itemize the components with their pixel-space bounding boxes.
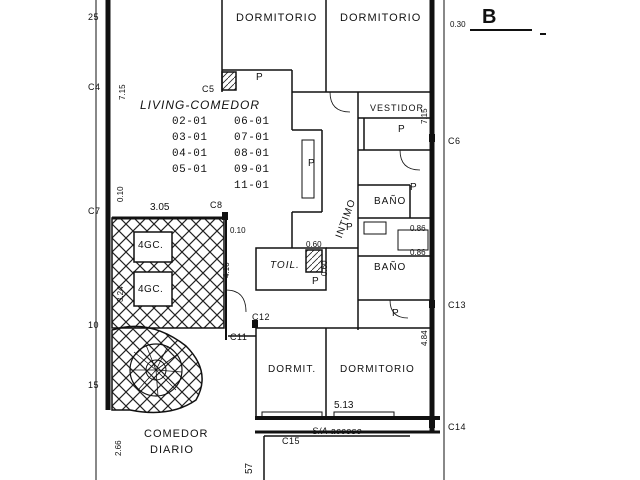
unit-left-4: 05-01 [172, 164, 208, 176]
dimension-4-84: 4.84 [420, 330, 429, 346]
appliance-label-2: 4GC. [138, 284, 164, 295]
dimension-0-60-a: 0.60 [306, 240, 322, 249]
room-label-toilette: TOIL. [270, 260, 300, 271]
unit-right-3: 08-01 [234, 148, 270, 160]
edge-mark-c4: C4 [88, 82, 101, 92]
door-mark-4: P [410, 182, 418, 193]
dimension-0-30: 0.30 [450, 20, 466, 29]
column-label-c12: C12 [252, 312, 271, 322]
unit-left-2: 03-01 [172, 132, 208, 144]
kitchen-walls [111, 216, 227, 340]
column-label-c6: C6 [448, 136, 461, 146]
room-label-dormitorio-top-right: DORMITORIO [340, 12, 422, 24]
door-mark-6: P [392, 308, 400, 319]
dimension-7-15-right: 7.15 [420, 108, 429, 124]
unit-right-1: 06-01 [234, 116, 270, 128]
edge-mark-10: 10 [88, 320, 100, 330]
column-label-c13: C13 [448, 300, 467, 310]
room-label-dormitorio-top-left: DORMITORIO [236, 12, 318, 24]
room-label-diario: DIARIO [150, 444, 194, 456]
sheet-letter: B [482, 6, 497, 28]
dimension-7-15-left: 7.15 [118, 84, 127, 100]
bottom-bedrooms-walls [228, 327, 432, 480]
door-mark-5: P [346, 222, 354, 233]
label-sin-acceso: S/A acceso [312, 426, 363, 436]
door-swings [225, 91, 421, 319]
edge-mark-25: 25 [88, 12, 100, 22]
sheet-mark [470, 29, 546, 35]
dimension-2-66: 2.66 [114, 440, 123, 456]
dimension-3-24: 3.24 [116, 286, 125, 302]
dimension-3-05: 3.05 [150, 202, 170, 213]
room-label-comedor: COMEDOR [144, 428, 209, 440]
room-label-vestidor: VESTIDOR [370, 103, 425, 113]
top-bedrooms-walls [221, 0, 432, 93]
dimension-5-13: 5.13 [334, 400, 354, 411]
room-label-bano-lower: BAÑO [374, 262, 407, 273]
unit-left-3: 04-01 [172, 148, 208, 160]
column-markers [222, 134, 435, 428]
door-mark-2: P [398, 124, 406, 135]
column-label-c15: C15 [282, 436, 301, 446]
unit-left-1: 02-01 [172, 116, 208, 128]
column-label-c8: C8 [210, 200, 223, 210]
edge-mark-15: 15 [88, 380, 100, 390]
edge-mark-c7: C7 [88, 206, 101, 216]
column-label-c5: C5 [202, 84, 215, 94]
column-label-c14: C14 [448, 422, 467, 432]
room-label-dormit-small: DORMIT. [268, 364, 317, 375]
toilette-walls [255, 247, 358, 291]
dimension-0-10-a: 0.10 [116, 186, 125, 202]
dimension-0-60-b: 0.60 [320, 260, 329, 276]
door-mark-3: P [308, 158, 316, 169]
unit-right-4: 09-01 [234, 164, 270, 176]
dimension-4-16: 4.16 [222, 262, 231, 278]
dimension-0-86-b: 0.86 [410, 248, 426, 257]
unit-right-5: 11-01 [234, 180, 270, 192]
room-label-bano-upper: BAÑO [374, 196, 407, 207]
appliance-label-1: 4GC. [138, 240, 164, 251]
unit-right-2: 07-01 [234, 132, 270, 144]
dimension-57: 57 [244, 462, 255, 474]
central-walls [291, 92, 432, 330]
room-label-dormitorio-bottom: DORMITORIO [340, 364, 415, 375]
column-label-c11: C11 [230, 332, 248, 342]
dimension-0-10-b: 0.10 [230, 226, 246, 235]
door-mark-7: P [312, 276, 320, 287]
spiral-staircase [111, 325, 203, 414]
door-mark-1: P [256, 72, 264, 83]
room-label-living-comedor: LIVING-COMEDOR [140, 98, 261, 112]
dimension-0-86-a: 0.86 [410, 224, 426, 233]
